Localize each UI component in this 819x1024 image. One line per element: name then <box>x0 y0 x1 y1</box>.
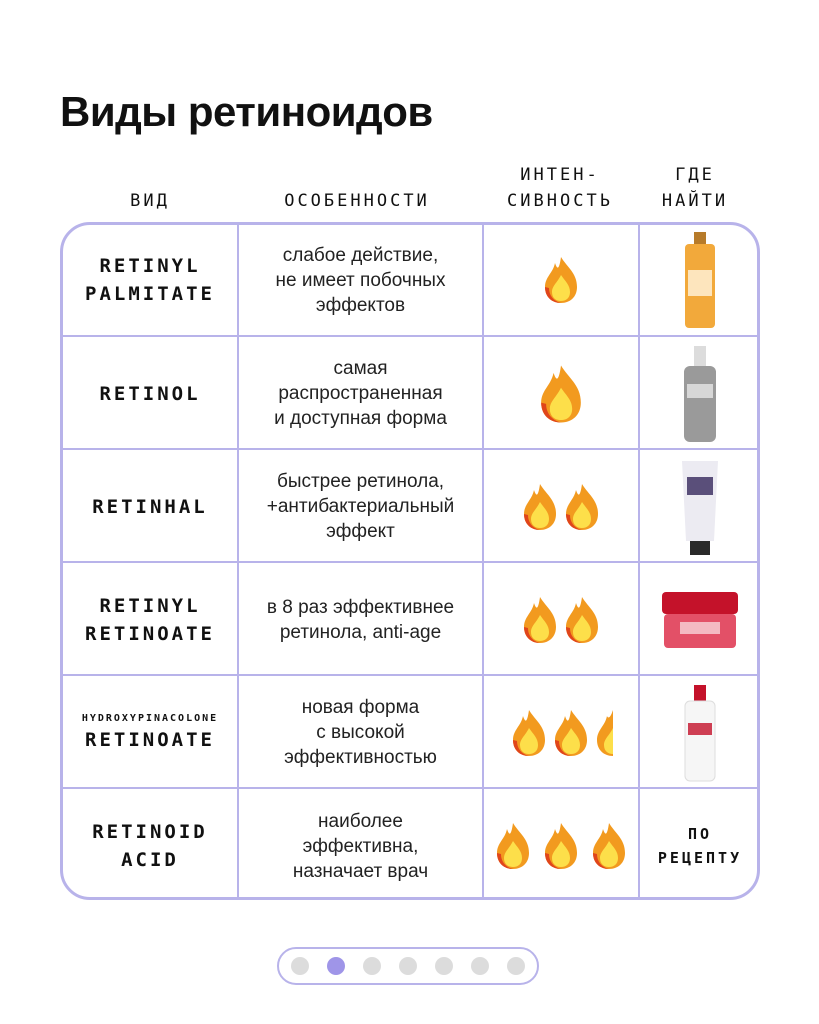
fire-icon <box>555 709 587 756</box>
fire-icon <box>497 823 529 869</box>
page-title: Виды ретиноидов <box>60 88 433 135</box>
where-cell <box>640 450 757 563</box>
header-type: ВИД <box>130 191 170 211</box>
pager-dot[interactable] <box>471 957 489 975</box>
fire-icon <box>566 483 598 530</box>
fire-icon <box>545 257 577 303</box>
intensity-cell <box>484 789 638 897</box>
type-cell: RETINOL <box>99 382 201 405</box>
intensity-cell <box>484 225 638 335</box>
intensity-cell <box>484 450 638 563</box>
fire-icon <box>593 823 625 869</box>
column-divider <box>482 225 484 897</box>
pager-dot[interactable] <box>399 957 417 975</box>
column-divider <box>237 225 239 897</box>
fire-icon <box>541 364 581 423</box>
where-cell <box>640 225 757 335</box>
type-cell: RETINHAL <box>92 495 208 518</box>
fire-icon <box>545 823 577 869</box>
intensity-cell <box>484 676 638 789</box>
cream-jar-image <box>662 591 738 648</box>
pager-dot[interactable] <box>291 957 309 975</box>
header-features: ОСОБЕННОСТИ <box>284 191 430 211</box>
where-cell <box>640 337 757 450</box>
fire-half-icon <box>597 709 613 756</box>
fire-icon <box>524 596 556 643</box>
header-intensity: ИНТЕН-СИВНОСТЬ <box>507 165 613 211</box>
column-divider <box>638 225 640 897</box>
pager-dot[interactable] <box>435 957 453 975</box>
ampoule-bottle-image <box>684 684 716 781</box>
intensity-cell <box>484 337 638 450</box>
table-row: RETINHAL быстрее ретинола,+антибактериал… <box>63 448 757 563</box>
fire-icon <box>566 596 598 643</box>
where-cell <box>640 563 757 676</box>
fire-icon <box>524 483 556 530</box>
intensity-cell <box>484 563 638 676</box>
pager-dot[interactable] <box>363 957 381 975</box>
fire-icon <box>513 709 545 756</box>
serum-bottle-image <box>684 345 716 442</box>
toner-bottle-image <box>685 232 715 328</box>
cream-tube-image <box>682 460 718 555</box>
where-cell <box>640 676 757 789</box>
pager-dot-active[interactable] <box>327 957 345 975</box>
carousel-pager <box>277 947 539 985</box>
pager-dot[interactable] <box>507 957 525 975</box>
